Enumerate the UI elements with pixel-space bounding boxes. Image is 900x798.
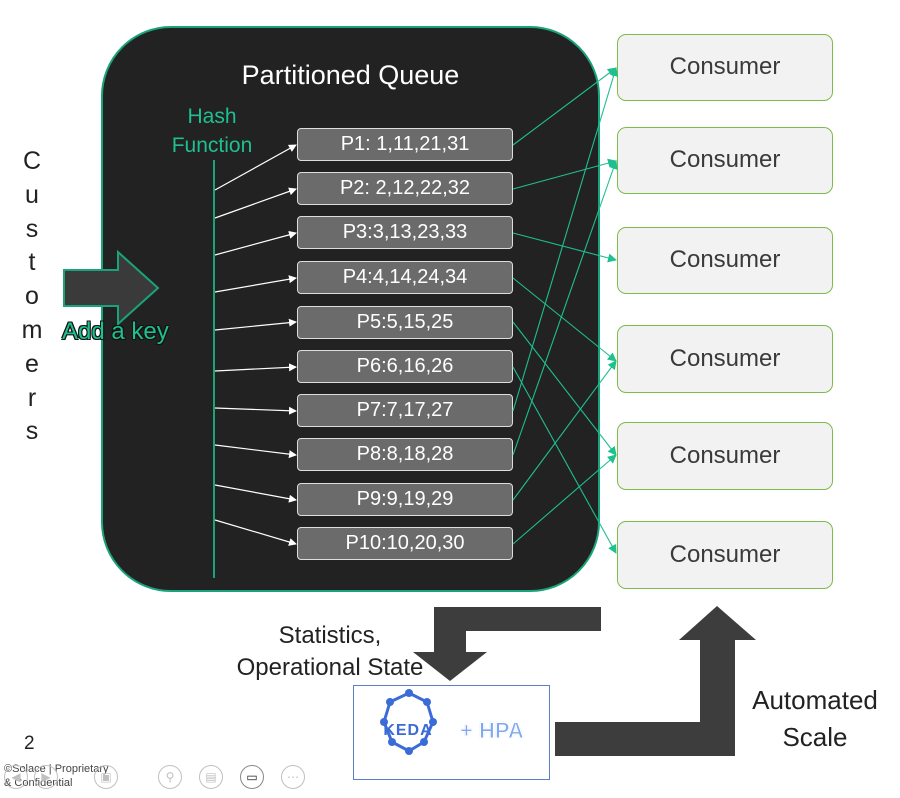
partition-3: P3:3,13,23,33 (297, 216, 513, 249)
customers-letter: u (25, 180, 39, 209)
route-p7 (512, 67, 619, 412)
consumer-arrows (512, 67, 619, 554)
route-p8 (512, 160, 618, 456)
statistics-arrow (413, 607, 601, 681)
input-arrow (63, 249, 160, 327)
customers-letter: C (22, 147, 42, 175)
forward-icon[interactable]: ▶ (34, 765, 58, 789)
statistics-label: Statistics, Operational State (195, 620, 465, 684)
stats-line1: Statistics, (278, 622, 382, 649)
scale-arrow (555, 606, 756, 756)
hash-arrow-5 (214, 318, 297, 331)
customers-letter: m (21, 315, 43, 344)
hash-arrow-7 (214, 406, 297, 415)
hash-arrow-6 (214, 363, 297, 372)
hash-function-line (213, 160, 215, 578)
consumer-5: Consumer (617, 422, 833, 490)
keda-label: KEDA (383, 722, 433, 739)
partition-7: P7:7,17,27 (297, 394, 513, 427)
subtitles-icon[interactable]: ▤ (199, 765, 223, 789)
hpa-label: + HPA (460, 718, 525, 744)
route-p2 (512, 158, 617, 190)
customers-letter: s (25, 417, 39, 446)
hash-arrow-3 (214, 230, 297, 256)
consumer-1: Consumer (617, 34, 833, 101)
stats-line2: Operational State (236, 654, 424, 681)
hash-arrow-9 (214, 484, 297, 503)
consumer-6: Consumer (617, 521, 833, 589)
slides-icon[interactable]: ▣ (94, 765, 118, 789)
add-key-label: Add a key (62, 318, 169, 345)
partition-5: P5:5,15,25 (297, 306, 513, 339)
copyright-line1: ©Solace | Proprietary (4, 763, 109, 775)
scale-line1: Automated (752, 685, 878, 715)
partition-1: P1: 1,11,21,31 (297, 128, 513, 161)
customers-letter: t (28, 248, 36, 277)
consumer-3: Consumer (617, 227, 833, 294)
partition-6: P6:6,16,26 (297, 350, 513, 383)
partition-9: P9:9,19,29 (297, 483, 513, 516)
hash-arrow-2 (214, 187, 297, 219)
route-p10 (512, 454, 617, 545)
hash-arrow-10 (214, 519, 297, 546)
scale-line2: Scale (782, 722, 848, 752)
partition-8: P8:8,18,28 (297, 438, 513, 471)
slide-number: 2 (24, 733, 35, 754)
automated-scale-label: Automated Scale (730, 682, 900, 756)
customers-letter: r (27, 383, 37, 412)
route-p3 (512, 232, 617, 263)
hash-function-label: Hash Function (158, 102, 266, 160)
hash-arrows (214, 144, 297, 546)
zoom-icon[interactable]: ⚲ (158, 765, 182, 789)
partition-2: P2: 2,12,22,32 (297, 172, 513, 205)
hash-arrow-8 (214, 444, 297, 459)
partition-4: P4:4,14,24,34 (297, 261, 513, 294)
hash-arrow-1 (214, 144, 297, 191)
consumer-4: Consumer (617, 325, 833, 393)
back-icon[interactable]: ◀ (4, 765, 28, 789)
route-p6 (512, 366, 617, 554)
customers-letter: e (25, 349, 39, 378)
customers-letter: s (25, 214, 39, 243)
hash-label-line1: Hash (187, 105, 237, 128)
partition-10: P10:10,20,30 (297, 527, 513, 560)
hash-arrow-4 (214, 275, 297, 293)
route-p4 (512, 277, 617, 362)
customers-letter: o (25, 282, 39, 311)
route-p1 (512, 67, 617, 146)
queue-title: Partitioned Queue (241, 60, 460, 90)
route-p9 (512, 360, 617, 501)
route-p5 (512, 321, 617, 456)
consumer-2: Consumer (617, 127, 833, 194)
more-icon[interactable]: ⋯ (281, 765, 305, 789)
hash-label-line2: Function (171, 134, 253, 157)
camera-icon[interactable]: ▭ (240, 765, 264, 789)
customers-label: C u s t o m e r s (12, 145, 52, 449)
